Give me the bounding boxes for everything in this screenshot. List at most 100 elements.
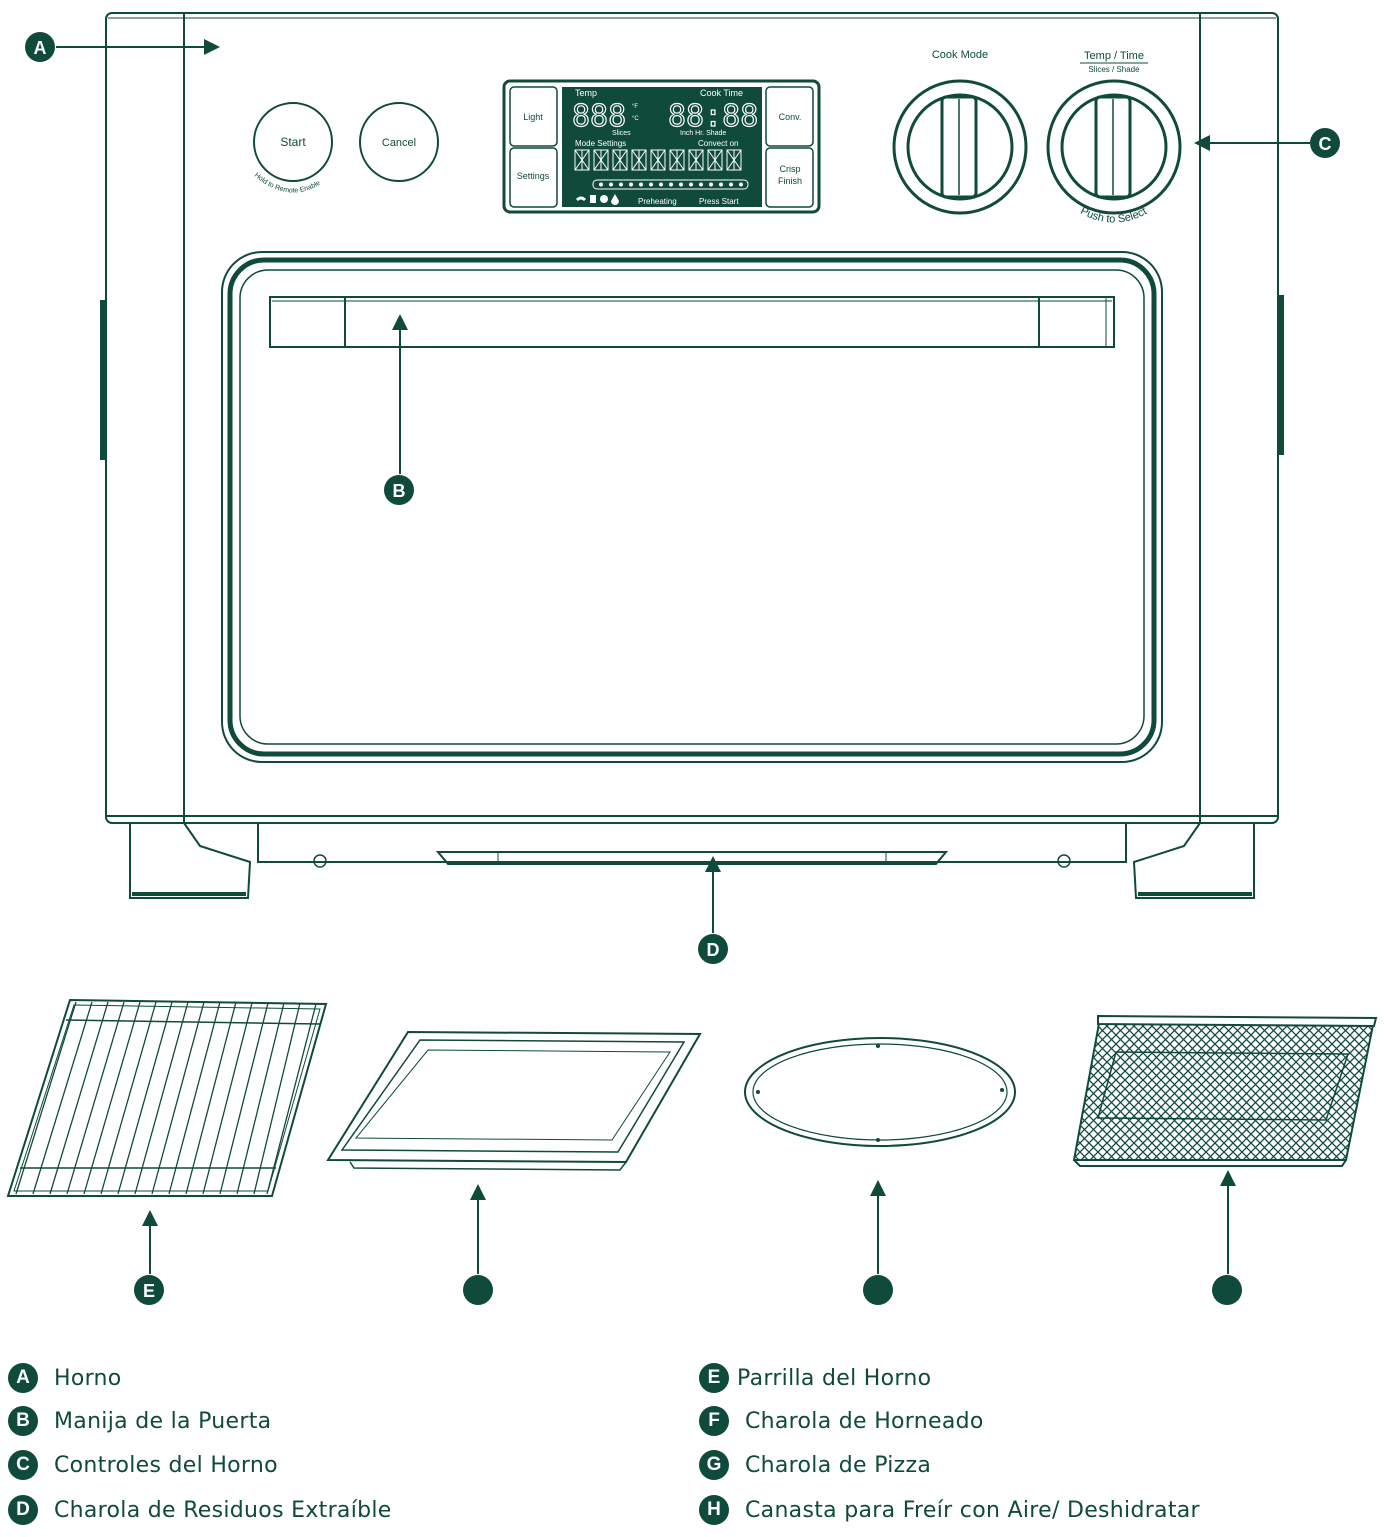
legend-badge: C <box>8 1450 38 1480</box>
callout-g <box>863 1275 893 1305</box>
pizza-pan-inner <box>752 1043 1008 1141</box>
lcd-temp-label: Temp <box>575 88 597 98</box>
start-label: Start <box>280 135 306 149</box>
settings-key <box>509 147 558 208</box>
lcd-deg-f: °F <box>632 104 638 110</box>
callout-h <box>1212 1275 1242 1305</box>
legend-label: Canasta para Freír con Aire/ Deshidratar <box>745 1497 1200 1523</box>
settings-label: Settings <box>517 171 550 181</box>
legend-badge: E <box>699 1363 729 1393</box>
left-side-tab <box>100 300 106 460</box>
legend-item-h: H Canasta para Freír con Aire/ Deshidrat… <box>699 1495 1200 1525</box>
legend-item-a: A Horno <box>8 1363 122 1393</box>
air-fry-basket <box>1072 1014 1378 1167</box>
finish-label: Finish <box>778 176 802 186</box>
lcd-temp-digits: 888 <box>572 99 626 134</box>
wire-rack-cross-top <box>65 1019 321 1025</box>
callout-a: A <box>25 32 55 62</box>
legend-label: Parrilla del Horno <box>737 1365 932 1391</box>
accessories <box>6 998 1378 1197</box>
door-handle <box>269 296 1115 348</box>
lcd-progress-dots <box>599 182 743 187</box>
temp-time-knob <box>1060 93 1168 201</box>
wire-rack-bars <box>15 1001 317 1195</box>
legend-label: Charola de Residuos Extraíble <box>54 1497 392 1523</box>
baking-pan-floor <box>354 1049 671 1141</box>
air-fry-basket-rim <box>1097 1014 1378 1028</box>
wire-rack-frame <box>6 998 328 1197</box>
callout-arrows <box>56 39 1310 1274</box>
crisp-label: Crisp <box>779 164 800 174</box>
oven-door-window <box>239 269 1145 745</box>
right-side-tab <box>1278 295 1284 455</box>
slices-shade-label: Slices / Shade <box>1088 65 1140 74</box>
air-fry-basket-bottom <box>1073 1159 1347 1167</box>
legend-item-b: B Manija de la Puerta <box>8 1406 271 1436</box>
cancel-button <box>359 102 439 182</box>
callout-e: E <box>134 1275 164 1305</box>
legend-badge: G <box>699 1450 729 1480</box>
lcd-deg-c: °C <box>632 116 639 122</box>
cook-mode-knob <box>906 93 1014 201</box>
drop-icon <box>611 194 619 205</box>
crisp-key <box>765 147 814 208</box>
legend-badge: B <box>8 1406 38 1436</box>
lcd-progress-bar <box>592 179 749 190</box>
start-button <box>253 102 333 182</box>
light-key <box>509 86 558 147</box>
legend-item-d: D Charola de Residuos Extraíble <box>8 1495 392 1525</box>
temp-time-label: Temp / Time <box>1084 50 1144 62</box>
lcd-screen <box>562 87 762 207</box>
legend-label: Charola de Pizza <box>745 1452 932 1478</box>
base-screw-right <box>1057 854 1071 868</box>
pizza-pan <box>744 1037 1016 1147</box>
crumb-tray-handle <box>435 851 949 865</box>
baking-pan-inner <box>340 1039 686 1153</box>
legend-item-g: G Charola de Pizza <box>699 1450 931 1480</box>
callout-d: D <box>698 934 728 964</box>
cook-mode-knob-ring <box>892 79 1028 215</box>
lcd-preheating: Preheating <box>638 197 677 206</box>
legend-item-f: F Charola de Horneado <box>699 1406 984 1436</box>
lcd-status-icons <box>576 194 619 205</box>
callout-c: C <box>1310 128 1340 158</box>
legend-badge: H <box>699 1495 729 1525</box>
lcd-convect-on: Convect on <box>698 139 738 148</box>
callout-badges: A B C D E <box>25 32 1340 1305</box>
oven-door-frame <box>227 257 1157 757</box>
base-drawer-area <box>257 823 1127 863</box>
push-to-select-label: Push to Select <box>1078 205 1148 226</box>
wifi-icon <box>576 196 586 201</box>
baking-pan-base <box>349 1161 627 1171</box>
legend-label: Horno <box>54 1365 122 1391</box>
lcd-contents: Temp Cook Time 888 °F °C 88:88 Slices In… <box>571 88 759 206</box>
svg-text:C: C <box>1319 134 1332 154</box>
cook-mode-label: Cook Mode <box>932 49 988 61</box>
baking-pan <box>326 1030 702 1171</box>
air-fry-basket-floor <box>1097 1051 1350 1121</box>
base-screw-left <box>313 854 327 868</box>
lock-icon <box>590 195 596 203</box>
right-foot <box>1132 822 1255 899</box>
legend-label: Charola de Horneado <box>745 1408 984 1434</box>
legend-badge: D <box>8 1495 38 1525</box>
temp-time-knob-ring <box>1046 79 1182 215</box>
display-panel <box>502 79 821 214</box>
callout-b: B <box>384 475 414 505</box>
cancel-label: Cancel <box>382 137 416 149</box>
lcd-cook-time-label: Cook Time <box>700 88 743 98</box>
legend-label: Manija de la Puerta <box>54 1408 272 1434</box>
oven-door-outer <box>221 251 1163 763</box>
conv-key <box>765 86 814 147</box>
callout-f <box>463 1275 493 1305</box>
svg-text:A: A <box>34 38 47 58</box>
pizza-pan-rim <box>744 1037 1016 1147</box>
temp-time-knob-grip <box>1094 95 1132 199</box>
wire-rack <box>6 998 328 1197</box>
legend-badge: A <box>8 1363 38 1393</box>
oven <box>100 12 1284 899</box>
left-foot <box>129 822 252 899</box>
lcd-mode-settings: Mode Settings <box>575 139 626 148</box>
svg-text:D: D <box>707 940 720 960</box>
